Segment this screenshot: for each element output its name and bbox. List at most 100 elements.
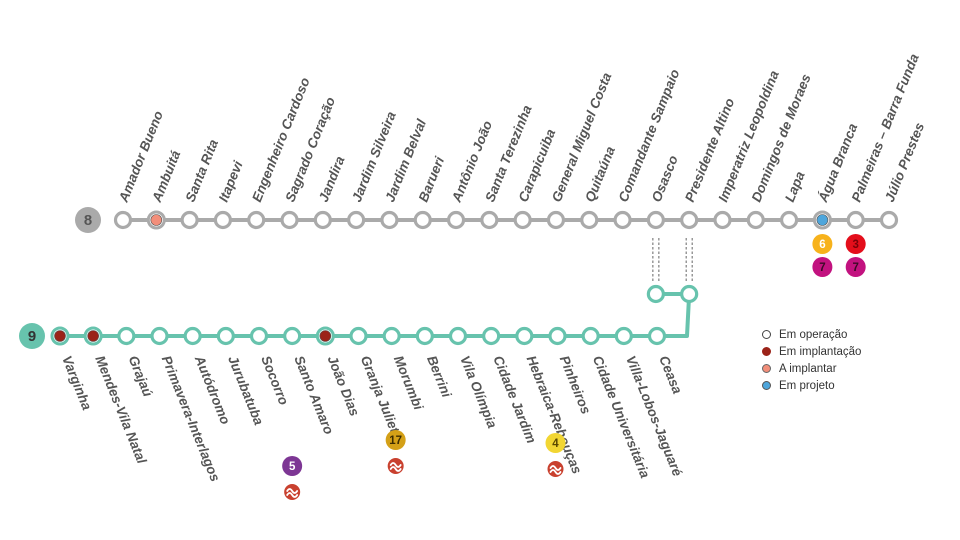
- connection-line7-agua-branca-number: 7: [819, 262, 825, 274]
- station-jandira: [313, 210, 332, 230]
- station-ring: [680, 284, 699, 304]
- station-julio-prestes: [879, 210, 899, 230]
- station-jardim-silveira: [347, 210, 366, 230]
- station-status-dot: [87, 330, 99, 342]
- station-granja-julieta: [349, 326, 368, 346]
- station-label-joao-dias: João Dias: [325, 354, 363, 419]
- station-status-dot: [816, 214, 829, 226]
- station-label-grajau: Grajaú: [126, 354, 156, 400]
- line8-badge-circle: [75, 207, 101, 233]
- station-ring: [283, 326, 302, 346]
- connection-line7-palmeiras-number: 7: [852, 262, 858, 274]
- cptm-logo-morumbi: [387, 458, 404, 474]
- connection-line3-palmeiras-number: 3: [852, 239, 858, 251]
- station-presidente-altino: [680, 210, 699, 230]
- station-pinheiros: [548, 326, 567, 346]
- line9-badge-number: 9: [28, 329, 36, 345]
- legend-label-operacao: Em operação: [779, 328, 848, 341]
- connection-line5-santo-amaro-circle: [282, 456, 303, 476]
- station-general-miguel-costa: [546, 210, 566, 230]
- station-osasco-link: [646, 284, 665, 304]
- station-ring: [380, 210, 399, 230]
- station-ambuita: [146, 210, 166, 230]
- station-ring: [614, 326, 633, 346]
- connection-line4-pinheiros-circle: [545, 433, 566, 453]
- line8-badge: 8: [75, 207, 101, 233]
- station-cidade-jardim: [482, 326, 501, 346]
- station-autodromo: [183, 326, 202, 346]
- station-comandante-sampaio: [613, 210, 632, 230]
- station-primavera-interlagos: [150, 326, 169, 346]
- connection-line4-pinheiros-number: 4: [552, 438, 559, 450]
- station-morumbi: [382, 326, 401, 346]
- station-ring: [113, 210, 133, 230]
- station-grajau: [117, 326, 136, 346]
- station-sagrado-coracao: [280, 210, 299, 230]
- station-quitauna: [580, 210, 599, 230]
- station-label-general-miguel-costa: General Miguel Costa: [549, 70, 615, 204]
- legend-item-projeto: Em projeto: [762, 377, 861, 394]
- station-santa-rita: [180, 210, 199, 230]
- legend-item-a-implantar: A implantar: [762, 360, 861, 377]
- station-ring: [879, 210, 899, 230]
- connection-line7-agua-branca: 7: [812, 257, 833, 277]
- station-ring: [448, 326, 468, 346]
- station-ring: [746, 210, 765, 230]
- station-joao-dias: [315, 326, 335, 346]
- legend-dot-projeto: [762, 381, 771, 390]
- station-palmeiras-barra-funda: [846, 210, 865, 230]
- station-mendes-vila-natal: [83, 326, 103, 346]
- station-label-santa-rita: Santa Rita: [182, 137, 221, 204]
- cptm-logo-pinheiros-wave-top: [549, 465, 562, 471]
- connection-line4-pinheiros: 4: [545, 433, 566, 453]
- cptm-logo-morumbi-wave-bottom: [389, 466, 402, 472]
- line8-badge-number: 8: [84, 213, 92, 229]
- legend-item-implantacao: Em implantação: [762, 343, 861, 360]
- station-label-ambuita: Ambuitá: [149, 148, 184, 205]
- station-ring: [280, 210, 299, 230]
- station-lapa: [779, 210, 799, 230]
- line9-track: [60, 292, 692, 338]
- connection-line17-morumbi-circle: [385, 430, 406, 450]
- station-ring: [680, 210, 699, 230]
- station-ring: [581, 326, 600, 346]
- station-ring: [117, 326, 136, 346]
- station-socorro: [249, 326, 269, 346]
- legend-dot-implantacao: [762, 347, 771, 356]
- station-ring: [216, 326, 235, 346]
- station-ring: [446, 210, 466, 230]
- station-label-imperatriz-leopoldina: Imperatriz Leopoldina: [715, 68, 782, 204]
- station-engenheiro-cardoso: [247, 210, 266, 230]
- cptm-logo-santo-amaro-wave-top: [286, 488, 299, 494]
- legend-item-operacao: Em operação: [762, 326, 861, 343]
- connection-line5-santo-amaro-number: 5: [289, 461, 296, 473]
- station-ring: [646, 284, 665, 304]
- station-label-socorro: Socorro: [258, 354, 291, 408]
- legend-label-a-implantar: A implantar: [779, 362, 837, 375]
- station-label-ceasa: Ceasa: [656, 354, 685, 397]
- line9-badge-circle: [19, 323, 45, 349]
- station-ring: [513, 210, 532, 230]
- station-ring: [249, 326, 269, 346]
- station-status-dot: [150, 214, 163, 226]
- station-ring: [313, 210, 332, 230]
- station-barueri: [413, 210, 432, 230]
- station-ring: [415, 326, 434, 346]
- station-label-berrini: Berrini: [424, 354, 454, 400]
- station-ring: [846, 210, 865, 230]
- station-ring: [482, 326, 501, 346]
- station-ring: [515, 326, 534, 346]
- station-ring: [347, 210, 366, 230]
- connection-line6-agua-branca-circle: [812, 234, 833, 254]
- station-berrini: [415, 326, 434, 346]
- station-carapicuiba: [513, 210, 532, 230]
- station-santo-amaro: [283, 326, 302, 346]
- station-ring: [413, 210, 432, 230]
- station-ring: [779, 210, 799, 230]
- station-label-osasco: Osasco: [649, 153, 681, 204]
- station-ceasa: [647, 326, 667, 346]
- legend-dot-a-implantar: [762, 364, 771, 373]
- station-hebraica-reboucas: [515, 326, 534, 346]
- station-label-barueri: Barueri: [416, 154, 448, 204]
